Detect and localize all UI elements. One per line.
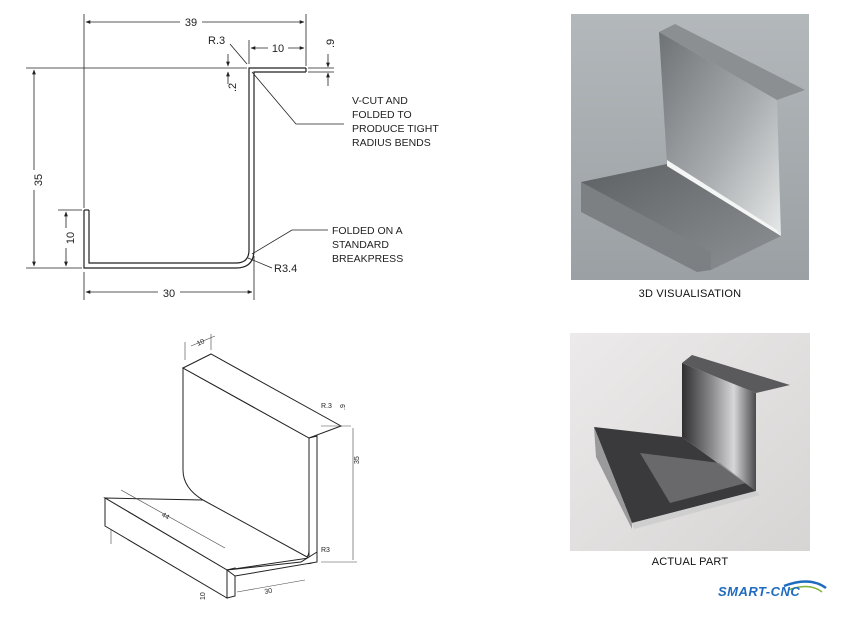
iso-dim-length: 44 bbox=[160, 512, 170, 522]
note-vcut: V-CUT AND FOLDED TO PRODUCE TIGHT RADIUS… bbox=[352, 95, 441, 149]
dim-height-label: 35 bbox=[33, 174, 45, 186]
render3d-base bbox=[581, 164, 781, 270]
logo-swoosh-icon bbox=[783, 580, 827, 593]
leader-folded bbox=[251, 229, 328, 255]
iso-dim-r-bottom: R3 bbox=[321, 547, 330, 554]
iso-dim-front: 10 bbox=[200, 592, 207, 600]
photo-right-edge bbox=[632, 491, 760, 529]
note-vcut-line3: PRODUCE TIGHT bbox=[352, 123, 439, 135]
leader-vcut bbox=[251, 71, 344, 125]
iso-dim-r-top: R.3 bbox=[321, 403, 332, 410]
caption-actual-part: ACTUAL PART bbox=[651, 556, 729, 568]
photo-top-flange bbox=[682, 355, 790, 393]
render-3d-visualisation bbox=[571, 14, 809, 280]
iso-dim-top: 10 bbox=[196, 338, 206, 348]
dim-offset-label: .2 bbox=[227, 83, 239, 92]
logo-text: SMART-CNC bbox=[718, 584, 801, 599]
dim-top-flange-label: 10 bbox=[272, 43, 284, 55]
iso-dim-lip: .9 bbox=[340, 404, 347, 410]
note-vcut-line1: V-CUT AND bbox=[352, 95, 408, 107]
render3d-back-wall bbox=[659, 32, 781, 236]
isometric-drawing: 10 R.3 .9 35 44 R3 10 30 bbox=[103, 334, 361, 600]
note-folded: FOLDED ON A STANDARD BREAKPRESS bbox=[332, 225, 405, 265]
technical-drawing: 39 10 R.3 .9 .2 35 10 bbox=[26, 14, 441, 300]
note-folded-line3: BREAKPRESS bbox=[332, 253, 403, 265]
iso-dim-base: 30 bbox=[264, 587, 273, 595]
photo-actual-part bbox=[570, 333, 810, 551]
photo-back-wall bbox=[682, 363, 756, 491]
render3d-front-lip bbox=[581, 182, 711, 272]
iso-dim-height: 35 bbox=[354, 456, 361, 464]
photo-base-shine bbox=[640, 453, 746, 503]
dim-large-radius-label: R3.4 bbox=[274, 263, 297, 275]
dim-small-radius-label: R.3 bbox=[208, 35, 225, 47]
smart-cnc-logo: SMART-CNC bbox=[714, 578, 834, 612]
dim-front-lip-label: 10 bbox=[65, 232, 77, 244]
render3d-top-flange bbox=[659, 24, 805, 100]
dim-base-label: 30 bbox=[163, 288, 175, 300]
iso-front-lip-side bbox=[226, 567, 236, 599]
note-folded-line1: FOLDED ON A bbox=[332, 225, 403, 237]
note-vcut-line4: RADIUS BENDS bbox=[352, 137, 431, 149]
dim-overall-width-label: 39 bbox=[185, 17, 197, 29]
dimension-offset bbox=[222, 54, 247, 84]
dimension-height bbox=[26, 67, 222, 269]
iso-base-edge bbox=[225, 551, 318, 577]
photo-front-lip bbox=[594, 427, 632, 529]
dim-lip-thickness-label: .9 bbox=[325, 39, 337, 48]
caption-3d-visualisation: 3D VISUALISATION bbox=[638, 288, 742, 300]
part-profile bbox=[83, 67, 307, 269]
render3d-bend-highlight bbox=[667, 160, 781, 236]
dimension-lip-thickness bbox=[308, 54, 334, 86]
note-folded-line2: STANDARD bbox=[332, 239, 389, 251]
note-vcut-line2: FOLDED TO bbox=[352, 109, 412, 121]
